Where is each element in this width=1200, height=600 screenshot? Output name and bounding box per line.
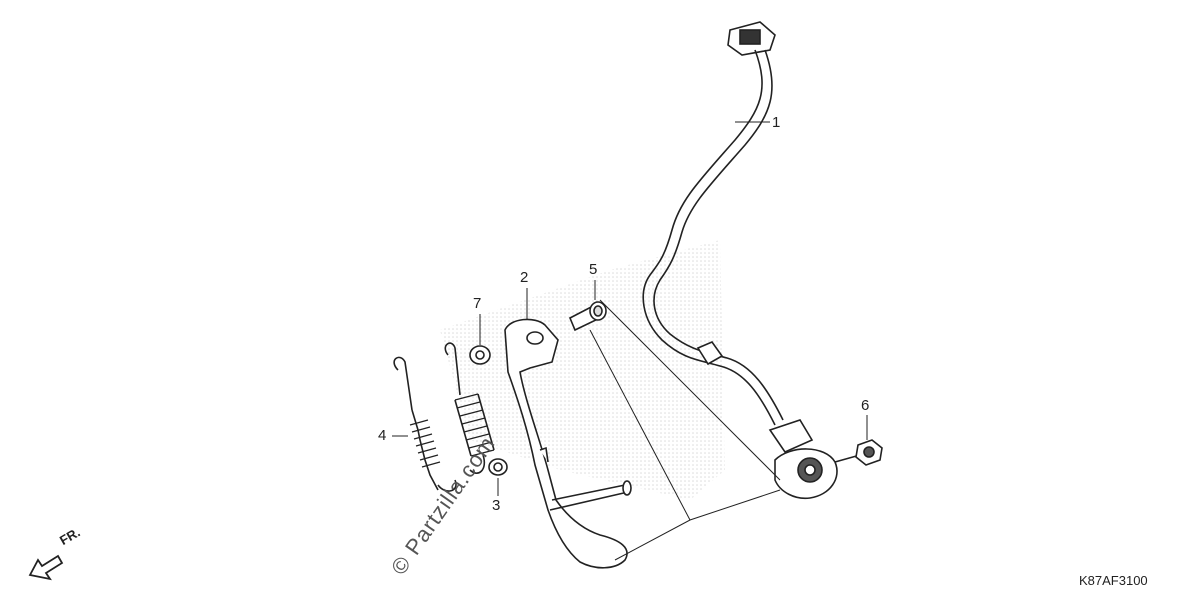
nut	[855, 439, 883, 466]
callout-2: 2	[520, 269, 529, 286]
washer	[469, 345, 491, 365]
inner-spring	[444, 342, 495, 474]
leader-lines	[392, 121, 868, 496]
collar	[488, 458, 508, 476]
side-stand	[504, 318, 632, 569]
callout-3: 3	[492, 497, 501, 514]
callout-4: 4	[378, 427, 387, 444]
front-arrow-icon	[28, 554, 64, 581]
callout-1: 1	[772, 114, 781, 131]
diagram-code: K87AF3100	[1079, 573, 1148, 588]
callout-5: 5	[589, 261, 598, 278]
outer-spring	[393, 356, 457, 492]
callout-7: 7	[473, 295, 482, 312]
assembly-lines	[589, 299, 781, 561]
side-stand-switch-harness	[642, 21, 861, 500]
callout-6: 6	[861, 397, 870, 414]
pivot-bolt	[568, 301, 607, 332]
